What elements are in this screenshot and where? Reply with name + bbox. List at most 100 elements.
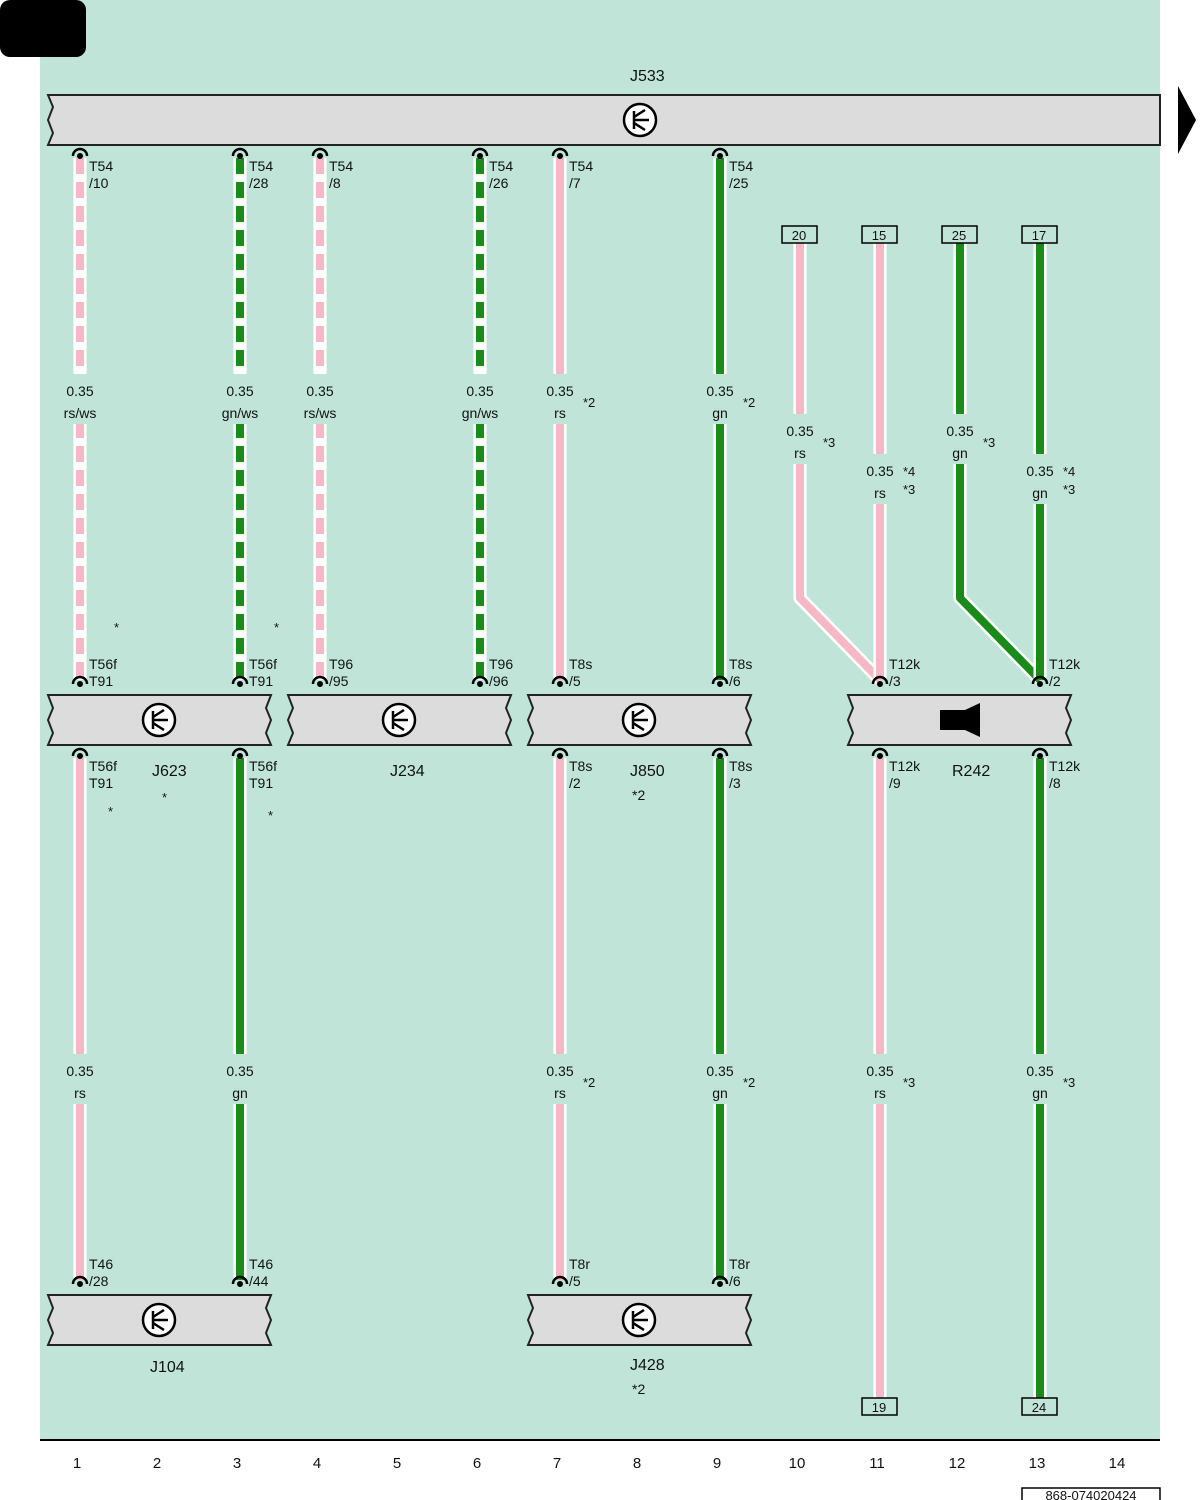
- connector-T8r-pin[interactable]: T8r/6: [711, 1256, 750, 1289]
- ref-box-label: 24: [1032, 1400, 1046, 1415]
- component-J234[interactable]: J234: [286, 694, 513, 780]
- component-label: J533: [630, 68, 665, 85]
- connector-T54-pin[interactable]: T54/28: [231, 147, 273, 191]
- wire-note: *3: [1063, 1075, 1075, 1090]
- ref-box-24[interactable]: 24: [1021, 1397, 1058, 1416]
- connector-label: T12k: [889, 656, 921, 672]
- component-J428[interactable]: J428 *2: [526, 1294, 753, 1397]
- connector-pin-label: /9: [889, 775, 901, 791]
- ref-box-25[interactable]: 25: [941, 225, 978, 244]
- component-J850[interactable]: J850 *2: [526, 694, 753, 803]
- connector-dot: [77, 153, 83, 159]
- component-label: R242: [952, 763, 990, 780]
- continue-arrow-icon[interactable]: [1178, 86, 1196, 154]
- connector-T8s-pin[interactable]: T8s/6: [711, 656, 752, 689]
- wire-size: 0.35: [1026, 1063, 1053, 1079]
- connector-arc: [871, 747, 889, 757]
- connector-T12k-pin[interactable]: T12k/2: [1031, 656, 1081, 689]
- wire-12[interactable]: [953, 243, 1045, 685]
- ref-box-15[interactable]: 15: [861, 225, 898, 244]
- footnote-mark: *: [274, 620, 279, 635]
- control-unit-icon: [141, 702, 177, 738]
- wire-10[interactable]: [793, 243, 885, 685]
- wire-color: rs: [74, 1085, 86, 1101]
- connector-label: T54: [569, 158, 593, 174]
- connector-pin-label: /2: [569, 775, 581, 791]
- ref-box-19[interactable]: 19: [861, 1397, 898, 1416]
- ref-box-label: 17: [1032, 228, 1046, 243]
- connector-dot: [557, 681, 563, 687]
- connector-T8r-pin[interactable]: T8r/5: [551, 1256, 590, 1289]
- connector-T8s-pin[interactable]: T8s/5: [551, 656, 592, 689]
- connector-arc: [1031, 675, 1049, 685]
- connector-T8s-pin[interactable]: T8s/2: [551, 747, 592, 791]
- connector-pin-label: /6: [729, 1273, 741, 1289]
- wire-label-bg: [932, 414, 988, 464]
- wire-size: 0.35: [66, 1063, 93, 1079]
- connector-T96-pin[interactable]: T96/95: [311, 656, 353, 689]
- connector-T46-pin[interactable]: T46/44: [231, 1256, 273, 1289]
- connector-dot: [77, 753, 83, 759]
- component-R242[interactable]: R242: [846, 694, 1073, 780]
- wire-color: gn: [712, 1085, 728, 1101]
- connector-label: T96: [329, 656, 353, 672]
- wire-note: *2: [583, 1075, 595, 1090]
- connector-dot: [557, 1281, 563, 1287]
- connector-T12k-pin[interactable]: T12k/9: [871, 747, 921, 791]
- connector-label: T8s: [729, 758, 752, 774]
- connector-arc: [71, 747, 89, 757]
- connector-dot: [557, 753, 563, 759]
- connector-arc: [71, 1275, 89, 1285]
- connector-pin-label: /26: [489, 175, 509, 191]
- wire-label-bg: [1012, 454, 1068, 504]
- speaker-icon: [940, 703, 980, 737]
- connector-T54-pin[interactable]: T54/25: [711, 147, 753, 191]
- connector-dot: [317, 153, 323, 159]
- connector-T12k-pin[interactable]: T12k/8: [1031, 747, 1081, 791]
- connector-arc: [311, 675, 329, 685]
- component-note: *2: [632, 787, 645, 803]
- connector-dot: [237, 1281, 243, 1287]
- connector-T54-pin[interactable]: T54/8: [311, 147, 353, 191]
- connector-dot: [77, 681, 83, 687]
- connector-dot: [877, 681, 883, 687]
- wire-label-bg: [52, 1054, 108, 1104]
- connector-pin-label: /8: [329, 175, 341, 191]
- connector-T8s-pin[interactable]: T8s/3: [711, 747, 752, 791]
- component-J623[interactable]: J623: [46, 694, 273, 780]
- ref-box-20[interactable]: 20: [781, 225, 818, 244]
- connector-T54-pin[interactable]: T54/26: [471, 147, 513, 191]
- ref-box-17[interactable]: 17: [1021, 225, 1058, 244]
- connector-T54-pin[interactable]: T54/7: [551, 147, 593, 191]
- column-number: 3: [233, 1455, 241, 1472]
- connector-label: T56f: [89, 758, 117, 774]
- component-J104[interactable]: J104: [46, 1294, 273, 1376]
- wire-size: 0.35: [466, 383, 493, 399]
- wire-color: gn/ws: [222, 405, 259, 421]
- connector-T46-pin[interactable]: T46/28: [71, 1256, 113, 1289]
- connector-dot: [1037, 753, 1043, 759]
- component-label: J850: [630, 763, 665, 780]
- connector-arc: [231, 147, 249, 157]
- wire-label-bg: [772, 414, 828, 464]
- wire-color: rs: [794, 445, 806, 461]
- connector-label: T12k: [1049, 758, 1081, 774]
- connector-arc: [551, 675, 569, 685]
- connector-T12k-pin[interactable]: T12k/3: [871, 656, 921, 689]
- connector-arc: [471, 675, 489, 685]
- component-J533[interactable]: J533: [46, 68, 1161, 146]
- connector-T96-pin[interactable]: T96/96: [471, 656, 513, 689]
- column-number: 8: [633, 1455, 641, 1472]
- connector-T54-pin[interactable]: T54/10: [71, 147, 113, 191]
- wire-size: 0.35: [226, 383, 253, 399]
- connector-label: T54: [329, 158, 353, 174]
- connector-label: T54: [89, 158, 113, 174]
- connector-arc: [1031, 747, 1049, 757]
